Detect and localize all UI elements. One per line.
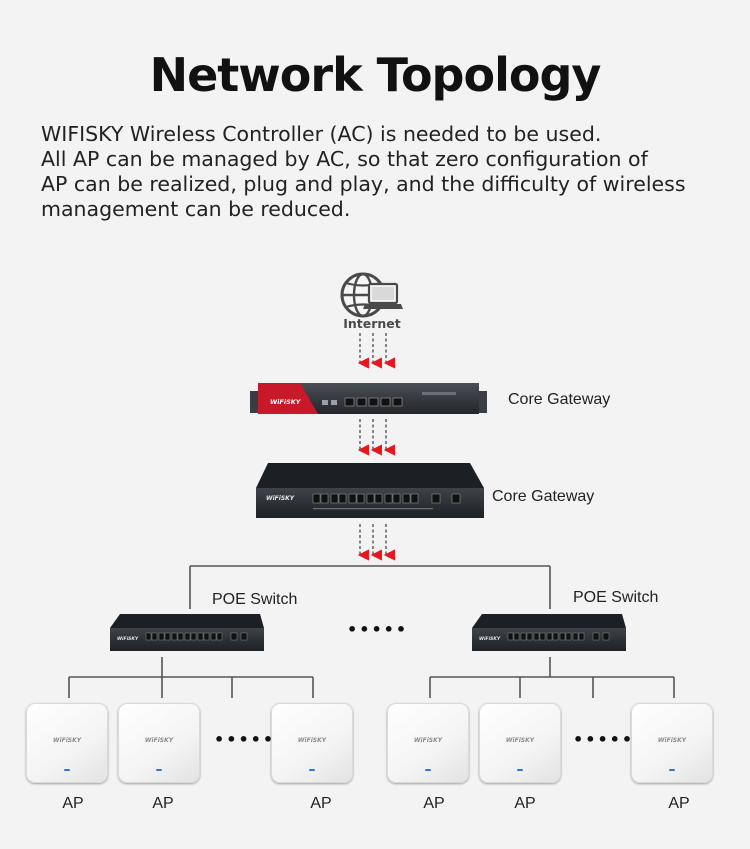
- page-title: Network Topology: [149, 48, 602, 102]
- access-point: WiFiSKY: [387, 703, 469, 783]
- poe-left-brand: WiFiSKY: [117, 636, 139, 642]
- description-line: AP can be realized, plug and play, and t…: [41, 172, 686, 196]
- description: WIFISKY Wireless Controller (AC) is need…: [41, 122, 731, 222]
- arrows-internet-to-gateway: [357, 333, 395, 369]
- ap-label: AP: [152, 795, 174, 812]
- ap-brand: WiFiSKY: [297, 737, 327, 744]
- poe-connector-lines: [189, 565, 551, 609]
- poe-switch-left-device: WiFiSKY: [110, 614, 264, 651]
- ap-connector-lines: [68, 657, 675, 698]
- gateway2-brand: WiFiSKY: [266, 495, 295, 502]
- ap-brand: WiFiSKY: [52, 737, 82, 744]
- laptop-icon: [363, 282, 403, 309]
- ap-label: AP: [423, 795, 445, 812]
- poe-switch-right-device: WiFiSKY: [472, 614, 626, 651]
- ap-label: AP: [514, 795, 536, 812]
- access-point: WiFiSKY: [118, 703, 200, 783]
- arrows-gateway2-to-poe: [357, 524, 395, 561]
- poe-switch-right-label: POE Switch: [573, 589, 659, 606]
- ap-label: AP: [668, 795, 690, 812]
- internet-label: Internet: [343, 316, 401, 331]
- poe-right-brand: WiFiSKY: [479, 636, 501, 642]
- ellipsis-center: •••••: [347, 620, 409, 639]
- description-line: WIFISKY Wireless Controller (AC) is need…: [41, 122, 602, 146]
- ap-brand: WiFiSKY: [144, 737, 174, 744]
- ap-brand: WiFiSKY: [413, 737, 443, 744]
- ap-brand: WiFiSKY: [505, 737, 535, 744]
- ap-led-icon: [425, 769, 431, 771]
- ellipsis-right-aps: •••••: [573, 730, 635, 749]
- core-gateway-1-device: WiFiSKY: [250, 383, 487, 414]
- arrows-gateway1-to-gateway2: [357, 419, 395, 456]
- description-line: management can be reduced.: [41, 197, 351, 221]
- core-gateway-2-device: WiFiSKY: [256, 463, 484, 518]
- ap-label: AP: [310, 795, 332, 812]
- ap-led-icon: [517, 769, 523, 771]
- access-point: WiFiSKY: [479, 703, 561, 783]
- ellipsis-left-aps: •••••: [214, 730, 276, 749]
- core-gateway-1-label: Core Gateway: [508, 391, 611, 408]
- ap-led-icon: [64, 769, 70, 771]
- description-line: All AP can be managed by AC, so that zer…: [41, 147, 648, 171]
- gateway-brand: WiFiSKY: [270, 398, 302, 406]
- ap-led-icon: [669, 769, 675, 771]
- ap-brand: WiFiSKY: [657, 737, 687, 744]
- ap-led-icon: [309, 769, 315, 771]
- ap-led-icon: [156, 769, 162, 771]
- access-point: WiFiSKY: [271, 703, 353, 783]
- poe-switch-left-label: POE Switch: [212, 591, 298, 608]
- core-gateway-2-label: Core Gateway: [492, 488, 595, 505]
- access-point: WiFiSKY: [26, 703, 108, 783]
- access-point: WiFiSKY: [631, 703, 713, 783]
- ap-label: AP: [62, 795, 84, 812]
